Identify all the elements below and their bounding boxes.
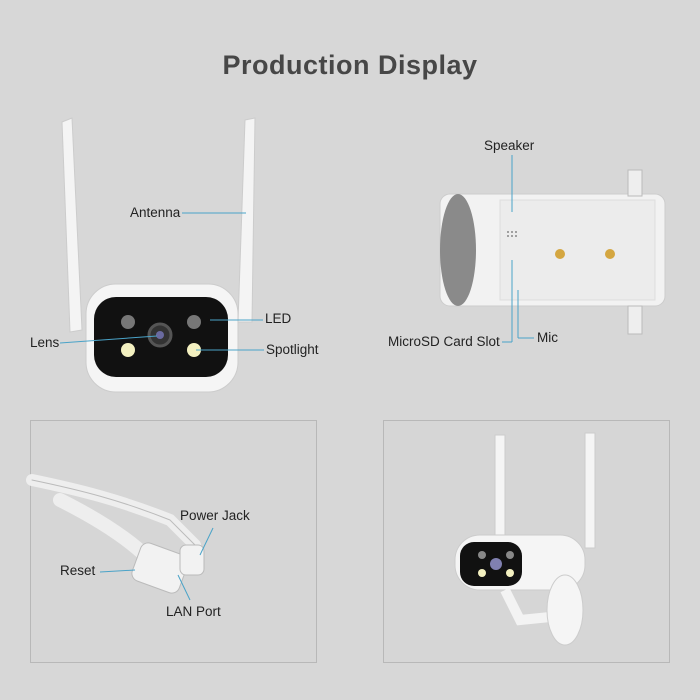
cable-panel bbox=[30, 420, 317, 663]
leader-lines bbox=[59, 155, 534, 601]
speaker-label: Speaker bbox=[484, 138, 535, 153]
antenna-label: Antenna bbox=[130, 205, 181, 220]
rear-camera-image bbox=[439, 169, 666, 335]
page-title: Production Display bbox=[222, 50, 478, 80]
power-jack-label: Power Jack bbox=[180, 508, 250, 523]
front-camera-image bbox=[61, 117, 256, 393]
lens-label: Lens bbox=[30, 335, 60, 350]
microsd-label: MicroSD Card Slot bbox=[388, 334, 500, 349]
reset-label: Reset bbox=[60, 563, 96, 578]
mic-label: Mic bbox=[537, 330, 558, 345]
spotlight-label: Spotlight bbox=[266, 342, 319, 357]
lan-port-label: LAN Port bbox=[166, 604, 221, 619]
mounted-camera-image bbox=[454, 432, 596, 646]
led-label: LED bbox=[265, 311, 292, 326]
cable-image bbox=[26, 474, 205, 594]
